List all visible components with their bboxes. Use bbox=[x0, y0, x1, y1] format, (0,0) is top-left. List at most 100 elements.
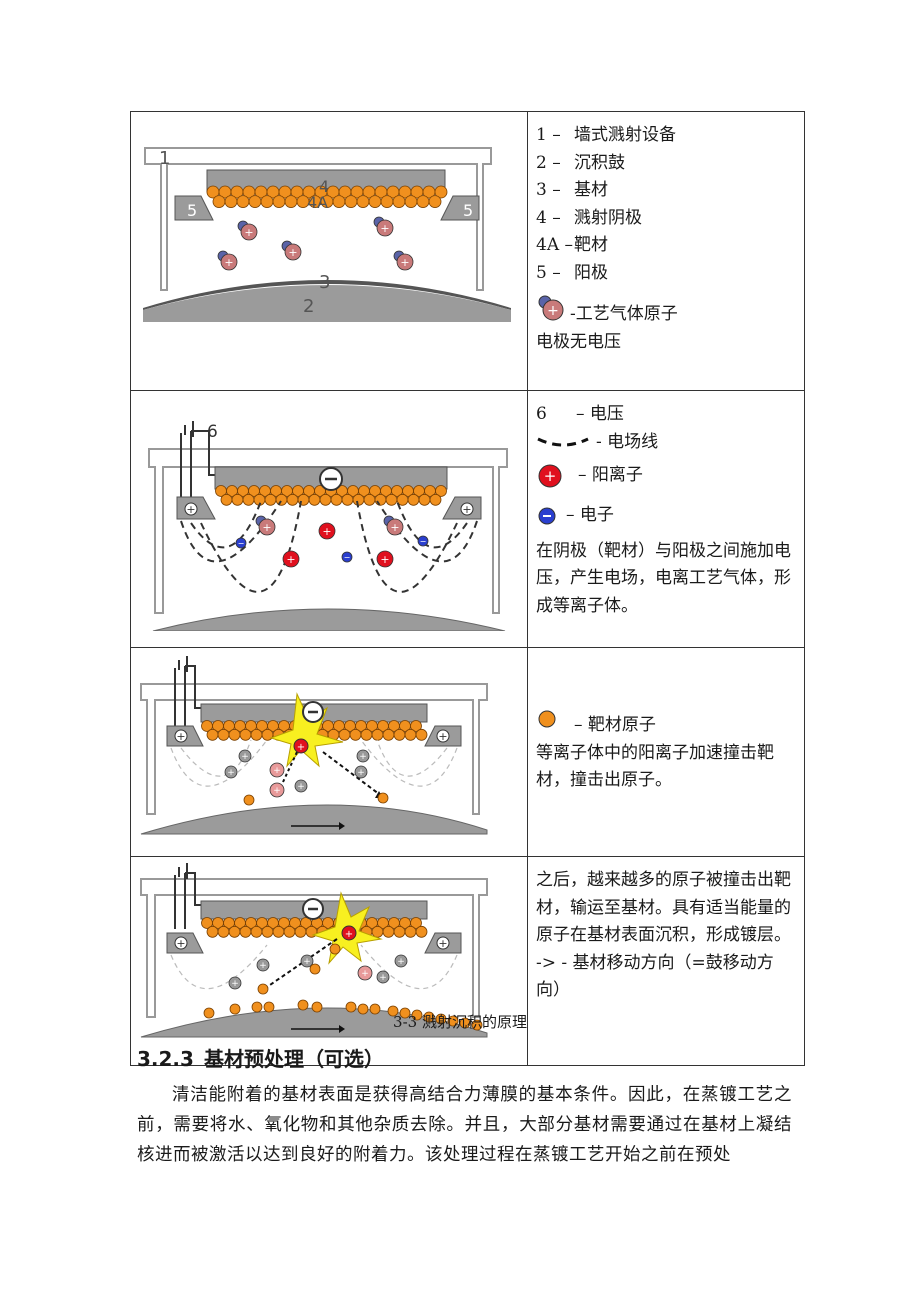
target-atom bbox=[308, 493, 321, 506]
electron bbox=[235, 537, 247, 549]
deposited-coating bbox=[203, 999, 483, 1031]
target-atom bbox=[250, 728, 263, 741]
gas-atom-icon: + bbox=[538, 295, 564, 321]
svg-text:+: + bbox=[273, 786, 281, 796]
label-5-left: 5 bbox=[187, 201, 197, 220]
field-line-icon bbox=[537, 437, 589, 447]
target-atom bbox=[429, 493, 442, 506]
target-atom bbox=[261, 925, 274, 938]
svg-text:+: + bbox=[297, 782, 305, 792]
gas-atom bbox=[294, 779, 308, 793]
diagram-bombardment-svg: + + + +++++++ bbox=[140, 656, 488, 835]
diagram-idle-svg: 1 4 4A 5 5 3 2 +++++ bbox=[143, 147, 511, 322]
target-atom bbox=[338, 728, 351, 741]
deposition-drum bbox=[140, 804, 488, 835]
plasma-particles: +++++++ bbox=[224, 749, 389, 806]
legend-item: 2 –沉积鼓 bbox=[536, 152, 625, 173]
target-atom bbox=[217, 728, 230, 741]
impact-flash bbox=[269, 692, 344, 768]
gas-atom-label: -工艺气体原子 bbox=[570, 304, 678, 324]
target-atoms bbox=[201, 917, 428, 938]
svg-text:+: + bbox=[244, 226, 253, 239]
label-6: 6 bbox=[207, 422, 218, 442]
body-paragraph: 清洁能附着的基材表面是获得高结合力薄膜的基本条件。因此，在蒸镀工艺之前，需要将水… bbox=[137, 1085, 792, 1165]
svg-text:+: + bbox=[322, 525, 331, 538]
chamber-wall bbox=[148, 448, 508, 614]
positive-ion-legend: + – 阳离子 bbox=[536, 462, 798, 490]
svg-text:+: + bbox=[438, 730, 447, 743]
direction-note: -> - 基材移动方向（=鼓移动方向） bbox=[536, 952, 774, 1001]
target-atom bbox=[404, 195, 418, 208]
gas-atoms: +++++ bbox=[217, 216, 414, 271]
gas-atom bbox=[386, 518, 404, 536]
gas-atom bbox=[256, 958, 270, 972]
target-atom bbox=[243, 794, 255, 806]
target-atom bbox=[212, 195, 226, 208]
target-atom bbox=[435, 485, 447, 497]
svg-text:+: + bbox=[390, 521, 399, 534]
target-atom bbox=[236, 195, 250, 208]
svg-text:+: + bbox=[462, 503, 471, 516]
svg-text:+: + bbox=[186, 503, 195, 516]
target-atom bbox=[404, 728, 417, 741]
svg-text:+: + bbox=[359, 752, 367, 762]
svg-text:−: − bbox=[344, 553, 351, 562]
positive-ion bbox=[376, 550, 394, 568]
electron-icon bbox=[538, 507, 556, 525]
field-lines bbox=[180, 500, 478, 593]
label-5-right: 5 bbox=[463, 201, 473, 220]
target-atom bbox=[428, 195, 442, 208]
positive-ion bbox=[318, 522, 336, 540]
gas-atom bbox=[396, 253, 414, 271]
diagram-voltage-applied: 6 + + +++++−−− bbox=[130, 390, 528, 648]
svg-text:+: + bbox=[345, 929, 353, 940]
target-atom bbox=[356, 195, 370, 208]
gas-atom bbox=[284, 243, 302, 261]
deposited-atom bbox=[311, 1001, 323, 1013]
target-atom bbox=[286, 493, 299, 506]
gas-atom bbox=[240, 223, 258, 241]
target-atom bbox=[363, 493, 376, 506]
target-atom bbox=[341, 493, 354, 506]
row2-note: 在阴极（靶材）与阳极之间施加电压，产生电场，电离工艺气体，形成等离子体。 bbox=[536, 540, 791, 616]
target-atom bbox=[368, 195, 382, 208]
gas-atom bbox=[238, 749, 252, 763]
target-atom bbox=[294, 925, 307, 938]
positive-ion bbox=[269, 782, 285, 798]
deposited-atom bbox=[203, 1007, 215, 1019]
target-atom bbox=[242, 493, 255, 506]
target-atom bbox=[385, 493, 398, 506]
target-atom bbox=[410, 917, 422, 929]
deposition-drum bbox=[143, 285, 511, 322]
deposited-atom bbox=[387, 1005, 399, 1017]
svg-text:+: + bbox=[288, 246, 297, 259]
voltage-legend: 6– 电压 bbox=[536, 404, 624, 424]
svg-text:+: + bbox=[262, 521, 271, 534]
legend-item: 4 –溅射阴极 bbox=[536, 207, 642, 228]
svg-text:+: + bbox=[380, 222, 389, 235]
target-atom bbox=[231, 493, 244, 506]
deposited-atom bbox=[229, 1003, 241, 1015]
diagram-idle-state: 1 4 4A 5 5 3 2 +++++ bbox=[130, 111, 528, 391]
svg-text:+: + bbox=[176, 730, 185, 743]
target-atom bbox=[380, 195, 394, 208]
label-4: 4 bbox=[319, 177, 329, 196]
svg-text:+: + bbox=[544, 467, 557, 485]
target-atom bbox=[416, 195, 430, 208]
target-atom bbox=[250, 925, 263, 938]
chamber-wall bbox=[144, 147, 492, 291]
section-title: 基材预处理（可选） bbox=[203, 1047, 384, 1071]
label-3: 3 bbox=[319, 272, 330, 293]
target-atom bbox=[272, 925, 285, 938]
label-1: 1 bbox=[159, 148, 170, 169]
target-atom bbox=[272, 195, 286, 208]
target-atom-icon bbox=[538, 710, 556, 728]
electron bbox=[417, 535, 429, 547]
target-atom bbox=[228, 728, 241, 741]
target-atom bbox=[374, 493, 387, 506]
gas-atom bbox=[376, 219, 394, 237]
svg-text:+: + bbox=[547, 303, 559, 319]
